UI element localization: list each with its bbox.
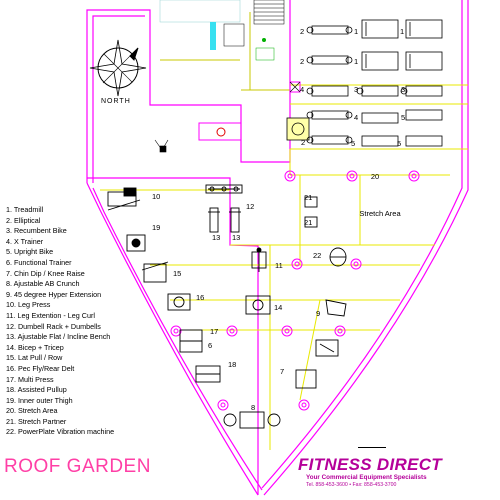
equipment-number-label: 3 bbox=[401, 85, 405, 94]
legend-item: 9. 45 degree Hyper Extension bbox=[6, 289, 102, 299]
lat-pull-icon bbox=[141, 261, 169, 283]
legend-item: 6. Functional Trainer bbox=[6, 257, 72, 267]
stretch-area-label: Stretch Area bbox=[359, 209, 401, 218]
ab-crunch-icon bbox=[223, 411, 281, 429]
inner-thigh-icon bbox=[126, 234, 146, 252]
brand-divider bbox=[358, 447, 386, 448]
legend-item: 19. Inner outer Thigh bbox=[6, 395, 73, 405]
equipment-number-label: 22 bbox=[313, 251, 321, 260]
legend-item: 20. Stretch Area bbox=[6, 406, 58, 416]
columns bbox=[170, 170, 420, 411]
legend-item: 15. Lat Pull / Row bbox=[6, 353, 63, 363]
bike-row bbox=[306, 85, 443, 147]
equipment-number-label: 5 bbox=[401, 113, 405, 122]
legend-item: 10. Leg Press bbox=[6, 300, 51, 310]
bicep-tricep-icon bbox=[245, 295, 271, 315]
compass-icon bbox=[89, 39, 147, 97]
equipment-number-label: 13 bbox=[212, 233, 220, 242]
stretch-partner-icon bbox=[304, 196, 318, 228]
equipment-number-label: 3 bbox=[354, 85, 358, 94]
roof-garden-label: ROOF GARDEN bbox=[4, 456, 151, 477]
strength-equipment bbox=[107, 184, 347, 429]
legend-item: 7. Chin Dip / Knee Raise bbox=[6, 268, 85, 278]
legend-item: 4. X Trainer bbox=[6, 236, 44, 246]
equipment-number-label: 2 bbox=[301, 138, 305, 147]
legend-item: 22. PowerPlate Vibration machine bbox=[6, 427, 115, 437]
stretch-area-number: 20 bbox=[370, 172, 380, 181]
assisted-pullup-icon bbox=[195, 365, 221, 383]
legend-item: 2. Elliptical bbox=[6, 215, 41, 225]
equipment-number-label: 21 bbox=[304, 218, 312, 227]
equipment-number-label: 16 bbox=[196, 293, 204, 302]
equipment-number-label: 1 bbox=[354, 27, 358, 36]
exit-markers bbox=[216, 81, 310, 141]
equipment-number-label: 10 bbox=[152, 192, 160, 201]
equipment-number-label: 15 bbox=[173, 269, 181, 278]
powerplate-icon bbox=[329, 247, 347, 267]
pec-fly-icon bbox=[167, 293, 191, 311]
leg-extension-icon bbox=[251, 247, 267, 272]
equipment-number-label: 18 bbox=[228, 360, 236, 369]
legend-item: 12. Dumbell Rack + Dumbells bbox=[6, 321, 101, 331]
legend-item: 13. Ajustable Flat / Incline Bench bbox=[6, 332, 111, 342]
brand-tagline: Your Commercial Equipment Specialists bbox=[306, 474, 427, 481]
legend-item: 11. Leg Extention - Leg Curl bbox=[6, 310, 95, 320]
equipment-number-label: 5 bbox=[397, 139, 401, 148]
equipment-number-label: 5 bbox=[351, 139, 355, 148]
legend-item: 14. Bicep + Tricep bbox=[6, 342, 64, 352]
legend-item: 8. Ajustable AB Crunch bbox=[6, 279, 80, 289]
equipment-number-label: 4 bbox=[354, 113, 358, 122]
cutout-markers bbox=[154, 139, 169, 153]
leg-press-icon bbox=[107, 187, 141, 211]
legend-item: 16. Pec Fly/Rear Delt bbox=[6, 363, 75, 373]
multi-press-icon bbox=[295, 369, 317, 389]
legend-item: 5. Upright Bike bbox=[6, 247, 54, 257]
equipment-number-label: 2 bbox=[300, 27, 304, 36]
legend-item: 21. Stretch Partner bbox=[6, 416, 67, 426]
equipment-number-label: 19 bbox=[152, 223, 160, 232]
legend-item: 3. Recumbent Bike bbox=[6, 226, 67, 236]
equipment-number-label: 7 bbox=[280, 367, 284, 376]
legend-item: 1. Treadmill bbox=[6, 205, 44, 214]
cardio-equipment bbox=[306, 19, 443, 147]
equipment-number-label: 1 bbox=[400, 27, 404, 36]
chin-dip-icon bbox=[315, 339, 339, 357]
stairwell bbox=[159, 0, 285, 61]
equipment-number-label: 8 bbox=[251, 403, 255, 412]
equipment-number-label: 13 bbox=[232, 233, 240, 242]
bench-icon bbox=[208, 207, 241, 233]
equipment-number-label: 21 bbox=[304, 193, 312, 202]
equipment-number-label: 6 bbox=[208, 341, 212, 350]
functional-trainer-icon bbox=[179, 329, 203, 353]
equipment-number-label: 9 bbox=[316, 309, 320, 318]
equipment-number-label: 12 bbox=[246, 202, 254, 211]
equipment-number-label: 14 bbox=[274, 303, 282, 312]
equipment-number-label: 2 bbox=[300, 57, 304, 66]
legend-item: 18. Assisted Pullup bbox=[6, 385, 67, 395]
equipment-legend: 1. Treadmill 2. Elliptical 3. Recumbent … bbox=[6, 205, 156, 438]
hyper-extension-icon bbox=[325, 299, 347, 317]
equipment-number-label: 4 bbox=[300, 85, 304, 94]
dumbbell-rack-icon bbox=[205, 184, 243, 194]
equipment-number-label: 17 bbox=[210, 327, 218, 336]
equipment-number-label: 11 bbox=[275, 261, 283, 270]
legend-item: 17. Multi Press bbox=[6, 374, 54, 384]
equipment-number-label: 1 bbox=[354, 57, 358, 66]
treadmill-row bbox=[361, 19, 443, 147]
brand-logo-text: FITNESS DIRECT bbox=[298, 455, 442, 474]
elliptical-row bbox=[306, 25, 353, 145]
compass-label: NORTH bbox=[101, 98, 131, 105]
brand-contact: Tel. 858-453-3600 • Fax: 858-453-3700 bbox=[306, 482, 397, 488]
